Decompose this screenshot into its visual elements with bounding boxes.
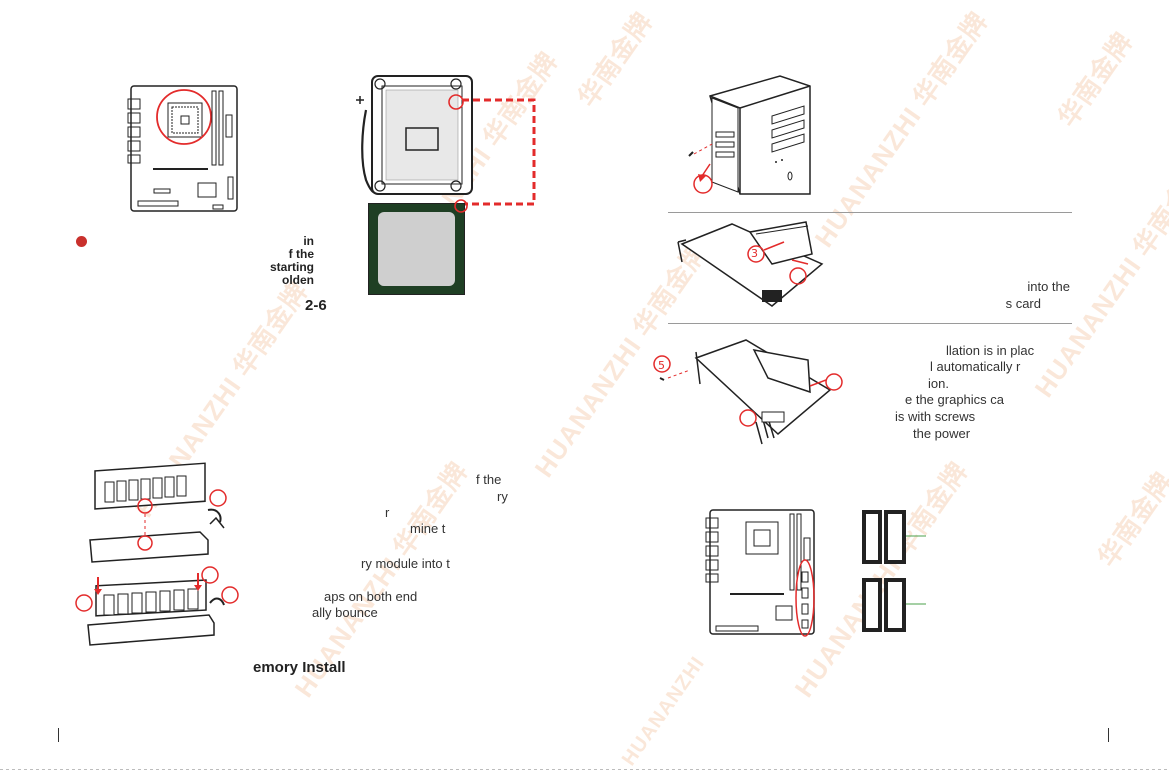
memory-text-line: ry module into t [361,556,450,571]
cpu-instruction-line: in [303,234,314,248]
card-fix-line: e the graphics ca [905,392,1005,407]
memory-text-line: r [385,505,390,520]
memory-text-line: mine t [410,521,446,536]
section-divider [668,212,1072,213]
card-fix-line: llation is in plac [946,343,1035,358]
watermark-text: 华南金牌 [1051,26,1139,133]
callout-number: 3 [751,247,758,260]
watermark-text: 华南金牌 [571,6,659,113]
memory-text-line: ry [497,489,508,504]
card-text-line: s card [1005,296,1041,311]
memory-install-caption: emory Install [253,659,346,676]
cpu-instruction-line: starting [269,260,314,274]
watermark-text: HUANANZHI 华南金牌 [808,6,994,253]
cpu-heatspreader [378,212,455,286]
graphics-card-insert-diagram [677,221,824,307]
motherboard-sata-diagram [705,509,815,637]
cpu-chip-gold-corner-icon [454,199,468,213]
cpu-instruction-line: f the [288,247,314,261]
memory-text-line: f the [476,472,502,487]
watermark-text: HUANANZHI [617,652,710,770]
bullet-dot [76,236,87,247]
memory-text-line: aps on both end [324,589,418,604]
card-text-line: into the [1027,279,1070,294]
card-fix-line: is with screws [895,409,976,424]
pc-case-diagram [688,75,811,195]
cpu-instruction-line: olden [282,273,314,287]
memory-install-diagram-bottom [75,566,239,646]
graphics-card-fix-diagram [653,339,843,445]
page-tick-right [1108,728,1109,742]
page-bottom-border [0,769,1169,770]
watermark-text: 华南金牌 [1091,466,1169,573]
card-fix-line: the power [913,426,971,441]
figure-label: 2-6 [305,297,327,314]
card-fix-line: ion. [928,376,949,391]
sata-port-icon [862,510,926,564]
section-divider [668,323,1072,324]
callout-number: 5 [658,359,665,372]
cpu-socket-diagram [356,75,536,206]
memory-text-line: ally bounce [312,605,378,620]
motherboard-cpu-diagram [127,85,238,212]
page-tick-left [58,728,59,742]
memory-install-diagram-top [89,462,227,563]
card-fix-line: l automatically r [930,359,1021,374]
sata-port-icon [862,578,926,632]
cpu-chip-image [368,199,468,295]
